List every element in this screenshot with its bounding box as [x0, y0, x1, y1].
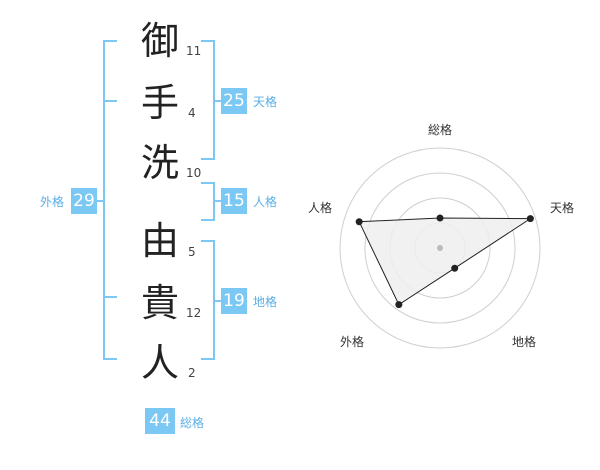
radar-chart: 総格 天格 地格 外格 人格: [308, 122, 574, 349]
jinkaku-bracket: [201, 182, 215, 221]
soukaku-label: 総格: [180, 416, 205, 430]
jinkaku-label: 人格: [253, 195, 278, 209]
stroke-count-3: 10: [186, 166, 202, 180]
radar-ring: [339, 147, 541, 349]
name-char-1: 御: [140, 19, 179, 63]
radar-points: [355, 214, 534, 309]
radar-ring: [364, 172, 516, 324]
tenkaku-bracket: [201, 40, 215, 160]
radar-axis-label-4: 人格: [308, 200, 332, 215]
name-char-2: 手: [140, 81, 179, 125]
radar-point-0: [436, 214, 444, 222]
radar-polygon: [358, 217, 533, 306]
tenkaku-label: 天格: [253, 95, 278, 109]
radar-point-3: [395, 301, 403, 309]
gaikaku-score: 29: [71, 188, 97, 214]
name-char-5: 貴: [140, 281, 179, 325]
radar-axis-label-1: 天格: [550, 200, 574, 215]
name-char-6: 人: [140, 341, 179, 385]
name-char-4: 由: [140, 219, 179, 263]
gaikaku-label: 外格: [40, 195, 65, 209]
jinkaku-score: 15: [221, 188, 247, 214]
chikaku-score: 19: [221, 288, 247, 314]
radar-point-4: [355, 218, 363, 226]
radar-axis-label-3: 外格: [340, 334, 364, 349]
radar-point-1: [526, 215, 534, 223]
soukaku-score: 44: [145, 408, 175, 434]
stroke-count-4: 5: [188, 245, 196, 259]
tenkaku-score: 25: [221, 88, 247, 114]
chikaku-label: 地格: [253, 295, 278, 309]
stroke-count-2: 4: [188, 106, 196, 120]
stroke-count-6: 2: [188, 366, 196, 380]
name-char-3: 洗: [140, 141, 179, 185]
radar-point-2: [451, 264, 459, 272]
radar-axis-label-0: 総格: [428, 122, 452, 137]
chikaku-bracket: [201, 240, 215, 360]
radar-axis-label-2: 地格: [512, 334, 536, 349]
radar-center-dot: [437, 245, 443, 251]
stroke-count-1: 11: [186, 44, 202, 58]
stroke-count-5: 12: [186, 306, 202, 320]
gaikaku-bracket: [103, 40, 117, 360]
